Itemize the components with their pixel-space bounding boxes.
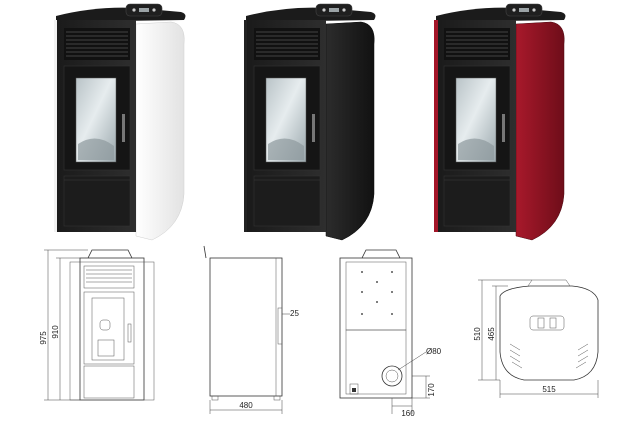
red-stove-side-panel [515,21,565,241]
back-view-drawing: Ø80 170 160 [339,249,442,418]
red-stove [434,3,567,241]
back-flue-diameter-label: Ø80 [426,347,442,356]
front-view-drawing: 975 910 [39,249,155,401]
side-view-drawing: 480 25 [203,245,299,414]
top-depth-body-label: 465 [487,327,496,341]
front-height-body-label: 910 [51,325,60,339]
front-height-total-label: 975 [39,331,48,345]
black-stove-side-panel [325,21,375,241]
top-depth-total-label: 510 [473,327,482,341]
white-stove-side-panel [135,21,185,241]
back-flue-height-label: 170 [427,383,436,397]
back-flue-offset-label: 160 [401,409,415,418]
top-view-drawing: 510 465 515 [473,279,599,398]
side-depth-label: 480 [239,401,253,410]
black-stove [244,3,377,241]
side-pipe-offset-label: 25 [290,309,299,318]
white-stove [54,3,187,241]
top-width-label: 515 [542,385,556,394]
